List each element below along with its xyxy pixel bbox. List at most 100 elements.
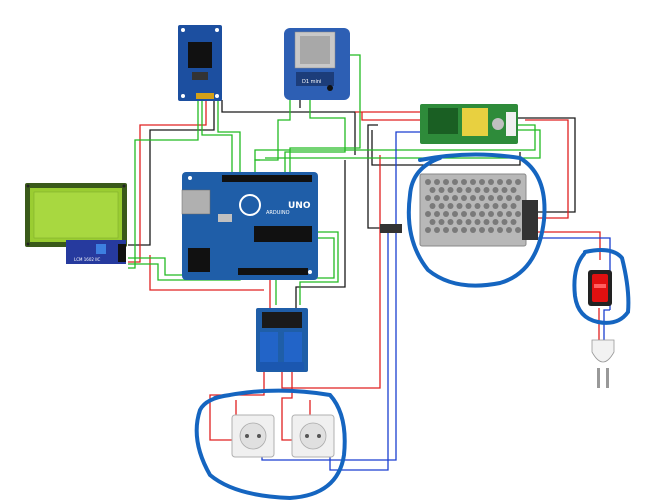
vent-hole [425, 179, 431, 185]
green-wire [275, 237, 335, 305]
highlight-annotations [194, 152, 631, 500]
rocker-switch [588, 270, 612, 306]
vent-hole [515, 195, 521, 201]
vent-hole [452, 227, 458, 233]
vent-hole [438, 203, 445, 209]
vent-hole [461, 211, 467, 217]
wires [128, 54, 611, 471]
vent-hole [443, 179, 449, 185]
arduino-model-text: UNO [288, 201, 311, 211]
highlight-circle-power-supply [406, 152, 547, 288]
wemos-d1-mini: D1 mini [284, 28, 350, 100]
vent-hole [429, 219, 436, 225]
green-wire [128, 100, 199, 269]
blue-wire [329, 228, 389, 471]
blue-wire [603, 309, 610, 340]
red-wire [361, 112, 420, 121]
vent-hole [479, 211, 485, 217]
vent-hole [456, 187, 463, 193]
vent-hole [443, 195, 449, 201]
highlight-circle-switch [572, 248, 631, 325]
vent-hole [510, 203, 517, 209]
vent-hole [515, 179, 521, 185]
vent-hole [506, 179, 512, 185]
vent-hole [488, 227, 494, 233]
vent-hole [470, 227, 476, 233]
vent-hole [488, 179, 494, 185]
red-wire [525, 119, 569, 219]
vent-hole [515, 227, 521, 233]
vent-hole [497, 211, 503, 217]
black-wire [295, 160, 346, 310]
vent-hole [506, 227, 512, 233]
vent-hole [452, 211, 458, 217]
relay-module-2ch [256, 308, 308, 372]
vent-hole [434, 195, 440, 201]
vent-hole [452, 195, 458, 201]
vent-hole [488, 195, 494, 201]
red-wire [149, 255, 264, 291]
vent-hole [515, 211, 521, 217]
vent-hole [465, 187, 472, 193]
vent-hole [447, 203, 454, 209]
switching-power-supply [419, 173, 538, 247]
vent-hole [488, 211, 494, 217]
vent-hole [434, 211, 440, 217]
vent-hole [501, 203, 508, 209]
wall-socket-right [291, 414, 335, 458]
pzem-power-meter [420, 104, 518, 144]
vent-hole [438, 187, 445, 193]
vent-hole [438, 219, 445, 225]
vent-hole [474, 203, 481, 209]
vent-hole [452, 179, 458, 185]
vent-hole [429, 187, 436, 193]
arduino-brand-text: ARDUINO [266, 210, 290, 216]
vent-hole [501, 187, 508, 193]
green-wire [299, 231, 339, 305]
green-wire [265, 129, 541, 159]
vent-hole [506, 195, 512, 201]
green-wire [254, 124, 536, 161]
vent-hole [510, 187, 517, 193]
power-plug [591, 339, 615, 388]
vent-hole [492, 187, 499, 193]
green-wire [254, 98, 291, 175]
black-wire [221, 100, 356, 155]
green-wire [201, 100, 233, 175]
vent-hole [447, 187, 454, 193]
vent-hole [479, 195, 485, 201]
vent-hole [465, 219, 472, 225]
red-wire [209, 372, 265, 441]
vent-hole [510, 219, 517, 225]
vent-hole [497, 195, 503, 201]
vent-hole [497, 179, 503, 185]
black-wire [367, 124, 382, 229]
vent-hole [483, 203, 490, 209]
blue-wire [261, 131, 420, 461]
i2c-backpack: LCM 1602 IIC [66, 240, 126, 264]
black-wire [128, 100, 215, 246]
vent-hole [425, 227, 431, 233]
green-wire [284, 98, 346, 175]
vent-hole [434, 227, 440, 233]
vent-hole [474, 187, 481, 193]
vent-hole [425, 195, 431, 201]
vent-hole [456, 203, 463, 209]
red-wire [281, 155, 381, 389]
wire-junction [380, 224, 402, 233]
vent-hole [474, 219, 481, 225]
arduino-uno-board: ARDUINO UNO [181, 172, 318, 280]
red-wire [538, 231, 601, 260]
vent-hole [470, 179, 476, 185]
d1-mini-label: D1 mini [302, 79, 321, 85]
vent-hole [506, 211, 512, 217]
vent-hole [465, 203, 472, 209]
vent-hole [461, 179, 467, 185]
vent-hole [479, 179, 485, 185]
vent-hole [443, 227, 449, 233]
psu-vent-holes [425, 179, 521, 233]
vent-hole [434, 179, 440, 185]
vent-hole [429, 203, 436, 209]
vent-hole [456, 219, 463, 225]
